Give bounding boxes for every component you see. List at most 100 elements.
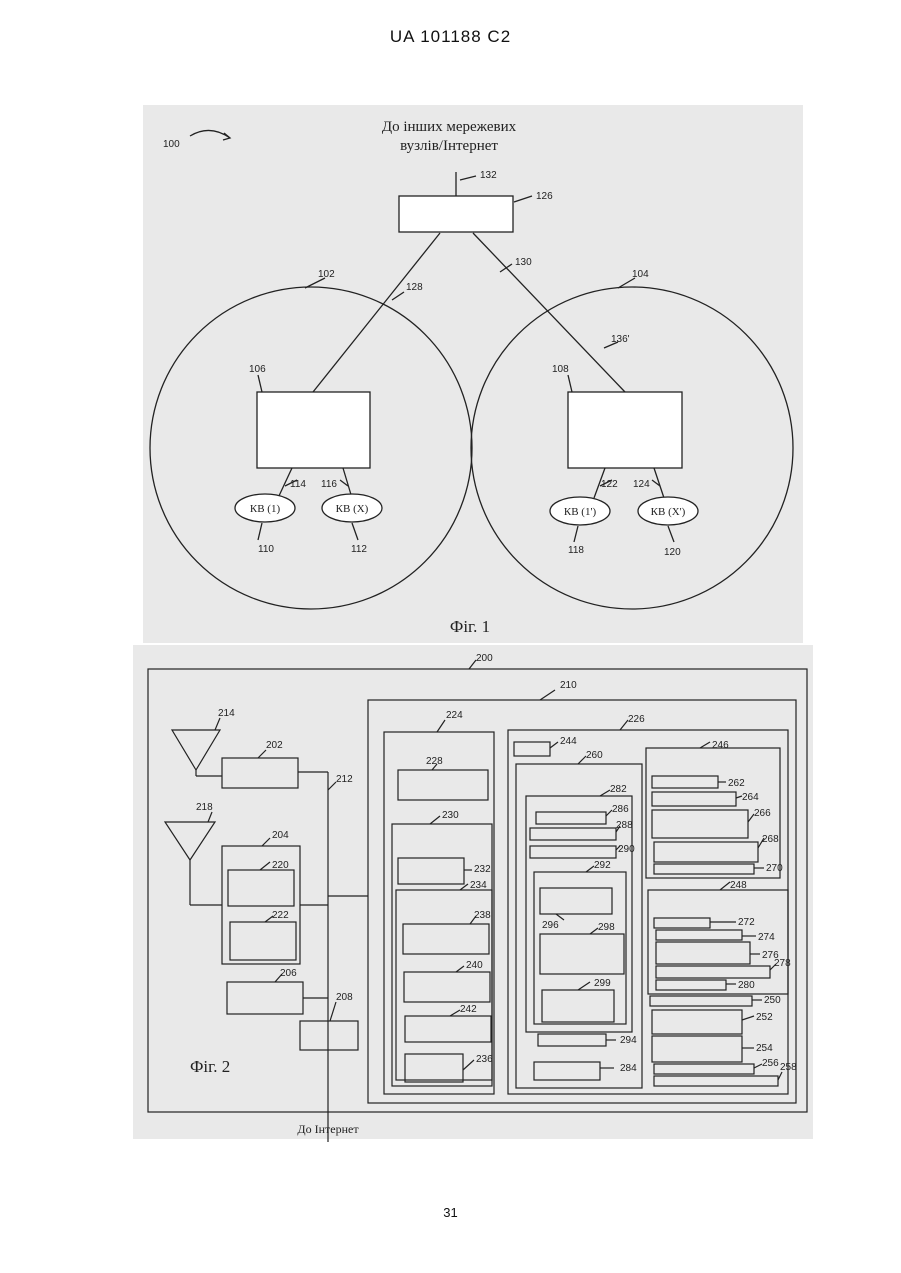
node-126-box [399, 196, 513, 232]
ref-220: 220 [272, 860, 289, 871]
block-238 [403, 924, 489, 954]
block-220 [228, 870, 294, 906]
base-station-108 [568, 392, 682, 468]
ref-214: 214 [218, 708, 235, 719]
ref-244: 244 [560, 736, 577, 747]
ref-230: 230 [442, 810, 459, 821]
ref-266: 266 [754, 808, 771, 819]
ref-250: 250 [764, 995, 781, 1006]
block-268 [654, 842, 758, 862]
figure-1-network-diagram: До інших мережевих вузлів/Інтернет 100 1… [0, 0, 901, 645]
block-254 [652, 1036, 742, 1062]
block-266 [652, 810, 748, 838]
ref-280: 280 [738, 980, 755, 991]
block-299 [542, 990, 614, 1022]
ref-282: 282 [610, 784, 627, 795]
ref-262: 262 [728, 778, 745, 789]
ref-252: 252 [756, 1012, 773, 1023]
ref-100: 100 [163, 139, 180, 150]
ref-224: 224 [446, 710, 463, 721]
ref-232: 232 [474, 864, 491, 875]
ref-248: 248 [730, 880, 747, 891]
ref-122: 122 [601, 479, 618, 490]
block-284 [534, 1062, 600, 1080]
ref-290: 290 [618, 844, 635, 855]
figure-1-caption: Фіг. 1 [450, 617, 490, 636]
block-270 [654, 864, 754, 874]
terminal-kv1p-label: КВ (1') [564, 506, 597, 518]
antenna-214 [172, 730, 220, 770]
block-264 [652, 792, 736, 806]
block-202 [222, 758, 298, 788]
ref-arrow-100 [190, 130, 230, 138]
block-288 [530, 828, 616, 840]
ref-112: 112 [351, 544, 367, 555]
ref-202: 202 [266, 740, 283, 751]
block-258 [654, 1076, 778, 1086]
ref-204: 204 [272, 830, 289, 841]
page-number: 31 [0, 1205, 901, 1220]
block-276 [656, 942, 750, 964]
block-228 [398, 770, 488, 800]
antenna-218 [165, 822, 215, 860]
figure-2-caption: Фіг. 2 [190, 1057, 230, 1076]
figure-2-device-block-diagram: 200 210 214 202 212 218 204 220 222 206 … [0, 645, 901, 1145]
ref-206: 206 [280, 968, 297, 979]
ref-116: 116 [321, 479, 337, 490]
block-294 [538, 1034, 606, 1046]
ref-126: 126 [536, 191, 553, 202]
ref-200: 200 [476, 653, 493, 664]
ref-120: 120 [664, 547, 681, 558]
ref-260: 260 [586, 750, 603, 761]
ref-258: 258 [780, 1062, 797, 1073]
ref-292: 292 [594, 860, 611, 871]
ref-128: 128 [406, 282, 423, 293]
ref-110: 110 [258, 544, 274, 555]
ref-228: 228 [426, 756, 443, 767]
ref-118: 118 [568, 545, 584, 556]
ref-286: 286 [612, 804, 629, 815]
terminal-kv1-label: КВ (1) [250, 503, 281, 515]
ref-114: 114 [290, 479, 306, 490]
ref-234: 234 [470, 880, 487, 891]
ref-270: 270 [766, 863, 783, 874]
ref-102: 102 [318, 269, 335, 280]
ref-278: 278 [774, 958, 791, 969]
ref-208: 208 [336, 992, 353, 1003]
ref-238: 238 [474, 910, 491, 921]
ref-136: 136' [611, 334, 630, 345]
block-290 [530, 846, 616, 858]
block-232 [398, 858, 464, 884]
fig1-top-text-line1: До інших мережевих [382, 119, 517, 135]
block-206 [227, 982, 303, 1014]
block-252 [652, 1010, 742, 1034]
block-296 [540, 888, 612, 914]
ref-298: 298 [598, 922, 615, 933]
ref-210: 210 [560, 680, 577, 691]
block-236 [405, 1054, 463, 1082]
ref-132: 132 [480, 170, 497, 181]
fig1-top-text-line2: вузлів/Інтернет [400, 138, 498, 154]
ref-212: 212 [336, 774, 353, 785]
block-240 [404, 972, 490, 1002]
base-station-106 [257, 392, 370, 468]
ref-222: 222 [272, 910, 289, 921]
block-242 [405, 1016, 491, 1042]
ref-218: 218 [196, 802, 213, 813]
block-298 [540, 934, 624, 974]
ref-254: 254 [756, 1043, 773, 1054]
block-280 [656, 980, 726, 990]
fig2-bottom-text: До Інтернет [297, 1122, 359, 1136]
block-272 [654, 918, 710, 928]
ref-299: 299 [594, 978, 611, 989]
terminal-kvxp-label: КВ (X') [651, 506, 686, 518]
block-274 [656, 930, 742, 940]
ref-106: 106 [249, 364, 266, 375]
ref-108: 108 [552, 364, 569, 375]
ref-104: 104 [632, 269, 649, 280]
terminal-kvx-label: КВ (X) [336, 503, 369, 515]
ref-124: 124 [633, 479, 650, 490]
block-262 [652, 776, 718, 788]
ref-236: 236 [476, 1054, 493, 1065]
ref-264: 264 [742, 792, 759, 803]
